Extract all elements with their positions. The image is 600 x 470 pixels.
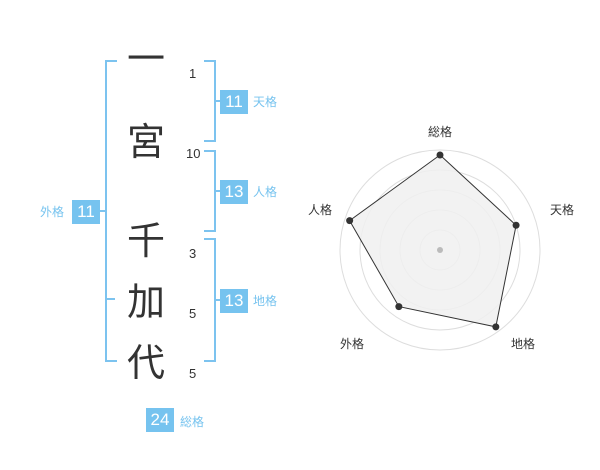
stroke-count-5: 5	[189, 366, 197, 381]
name-char-5: 代	[126, 341, 165, 385]
stroke-count-1: 1	[189, 66, 197, 81]
chikaku-value-badge: 13	[220, 289, 248, 313]
radar-point-gaikaku	[395, 303, 403, 311]
tenkaku-bracket-nub	[216, 100, 220, 102]
gaikaku-label: 外格	[40, 205, 65, 219]
soukaku-value-badge: 24	[146, 408, 174, 432]
radar-dots	[346, 151, 520, 331]
tenkaku-label: 天格	[253, 95, 278, 109]
radar-label-chikaku: 地格	[511, 337, 536, 351]
chikaku-bracket-nub	[216, 299, 220, 301]
radar-label-tenkaku: 天格	[550, 203, 575, 217]
name-char-4: 加	[126, 280, 165, 324]
jinkaku-value-badge: 13	[220, 180, 248, 204]
gaikaku-bracket	[105, 60, 117, 362]
radar-point-jinkaku	[346, 217, 354, 225]
name-char-2: 宮	[126, 120, 165, 164]
stroke-count-3: 3	[189, 246, 197, 261]
chikaku-bracket	[204, 238, 216, 362]
jinkaku-bracket	[204, 150, 216, 232]
radar-center-dot	[437, 247, 443, 253]
tenkaku-value-badge: 11	[220, 90, 248, 114]
jinkaku-label: 人格	[253, 185, 278, 199]
jinkaku-bracket-nub	[216, 190, 220, 192]
radar-point-chikaku	[492, 323, 500, 331]
radar-chart	[339, 149, 541, 351]
radar-value-polygon	[348, 154, 517, 328]
gaikaku-bracket-nub	[95, 210, 105, 212]
gaikaku-value-badge: 11	[72, 200, 100, 224]
tenkaku-bracket	[204, 60, 216, 142]
radar-point-tenkaku	[512, 221, 520, 229]
name-char-3: 千	[126, 219, 165, 263]
gaikaku-bracket-tick	[106, 298, 115, 300]
radar-label-soukaku: 総格	[428, 125, 453, 139]
radar-grid-ring	[339, 149, 541, 351]
stroke-count-2: 10	[186, 146, 201, 161]
radar-point-soukaku	[436, 151, 444, 159]
name-char-1: 一	[126, 37, 165, 81]
soukaku-label: 総格	[180, 415, 205, 429]
radar-label-jinkaku: 人格	[308, 203, 333, 217]
stroke-count-4: 5	[189, 306, 197, 321]
chikaku-label: 地格	[253, 294, 278, 308]
radar-label-gaikaku: 外格	[340, 337, 365, 351]
